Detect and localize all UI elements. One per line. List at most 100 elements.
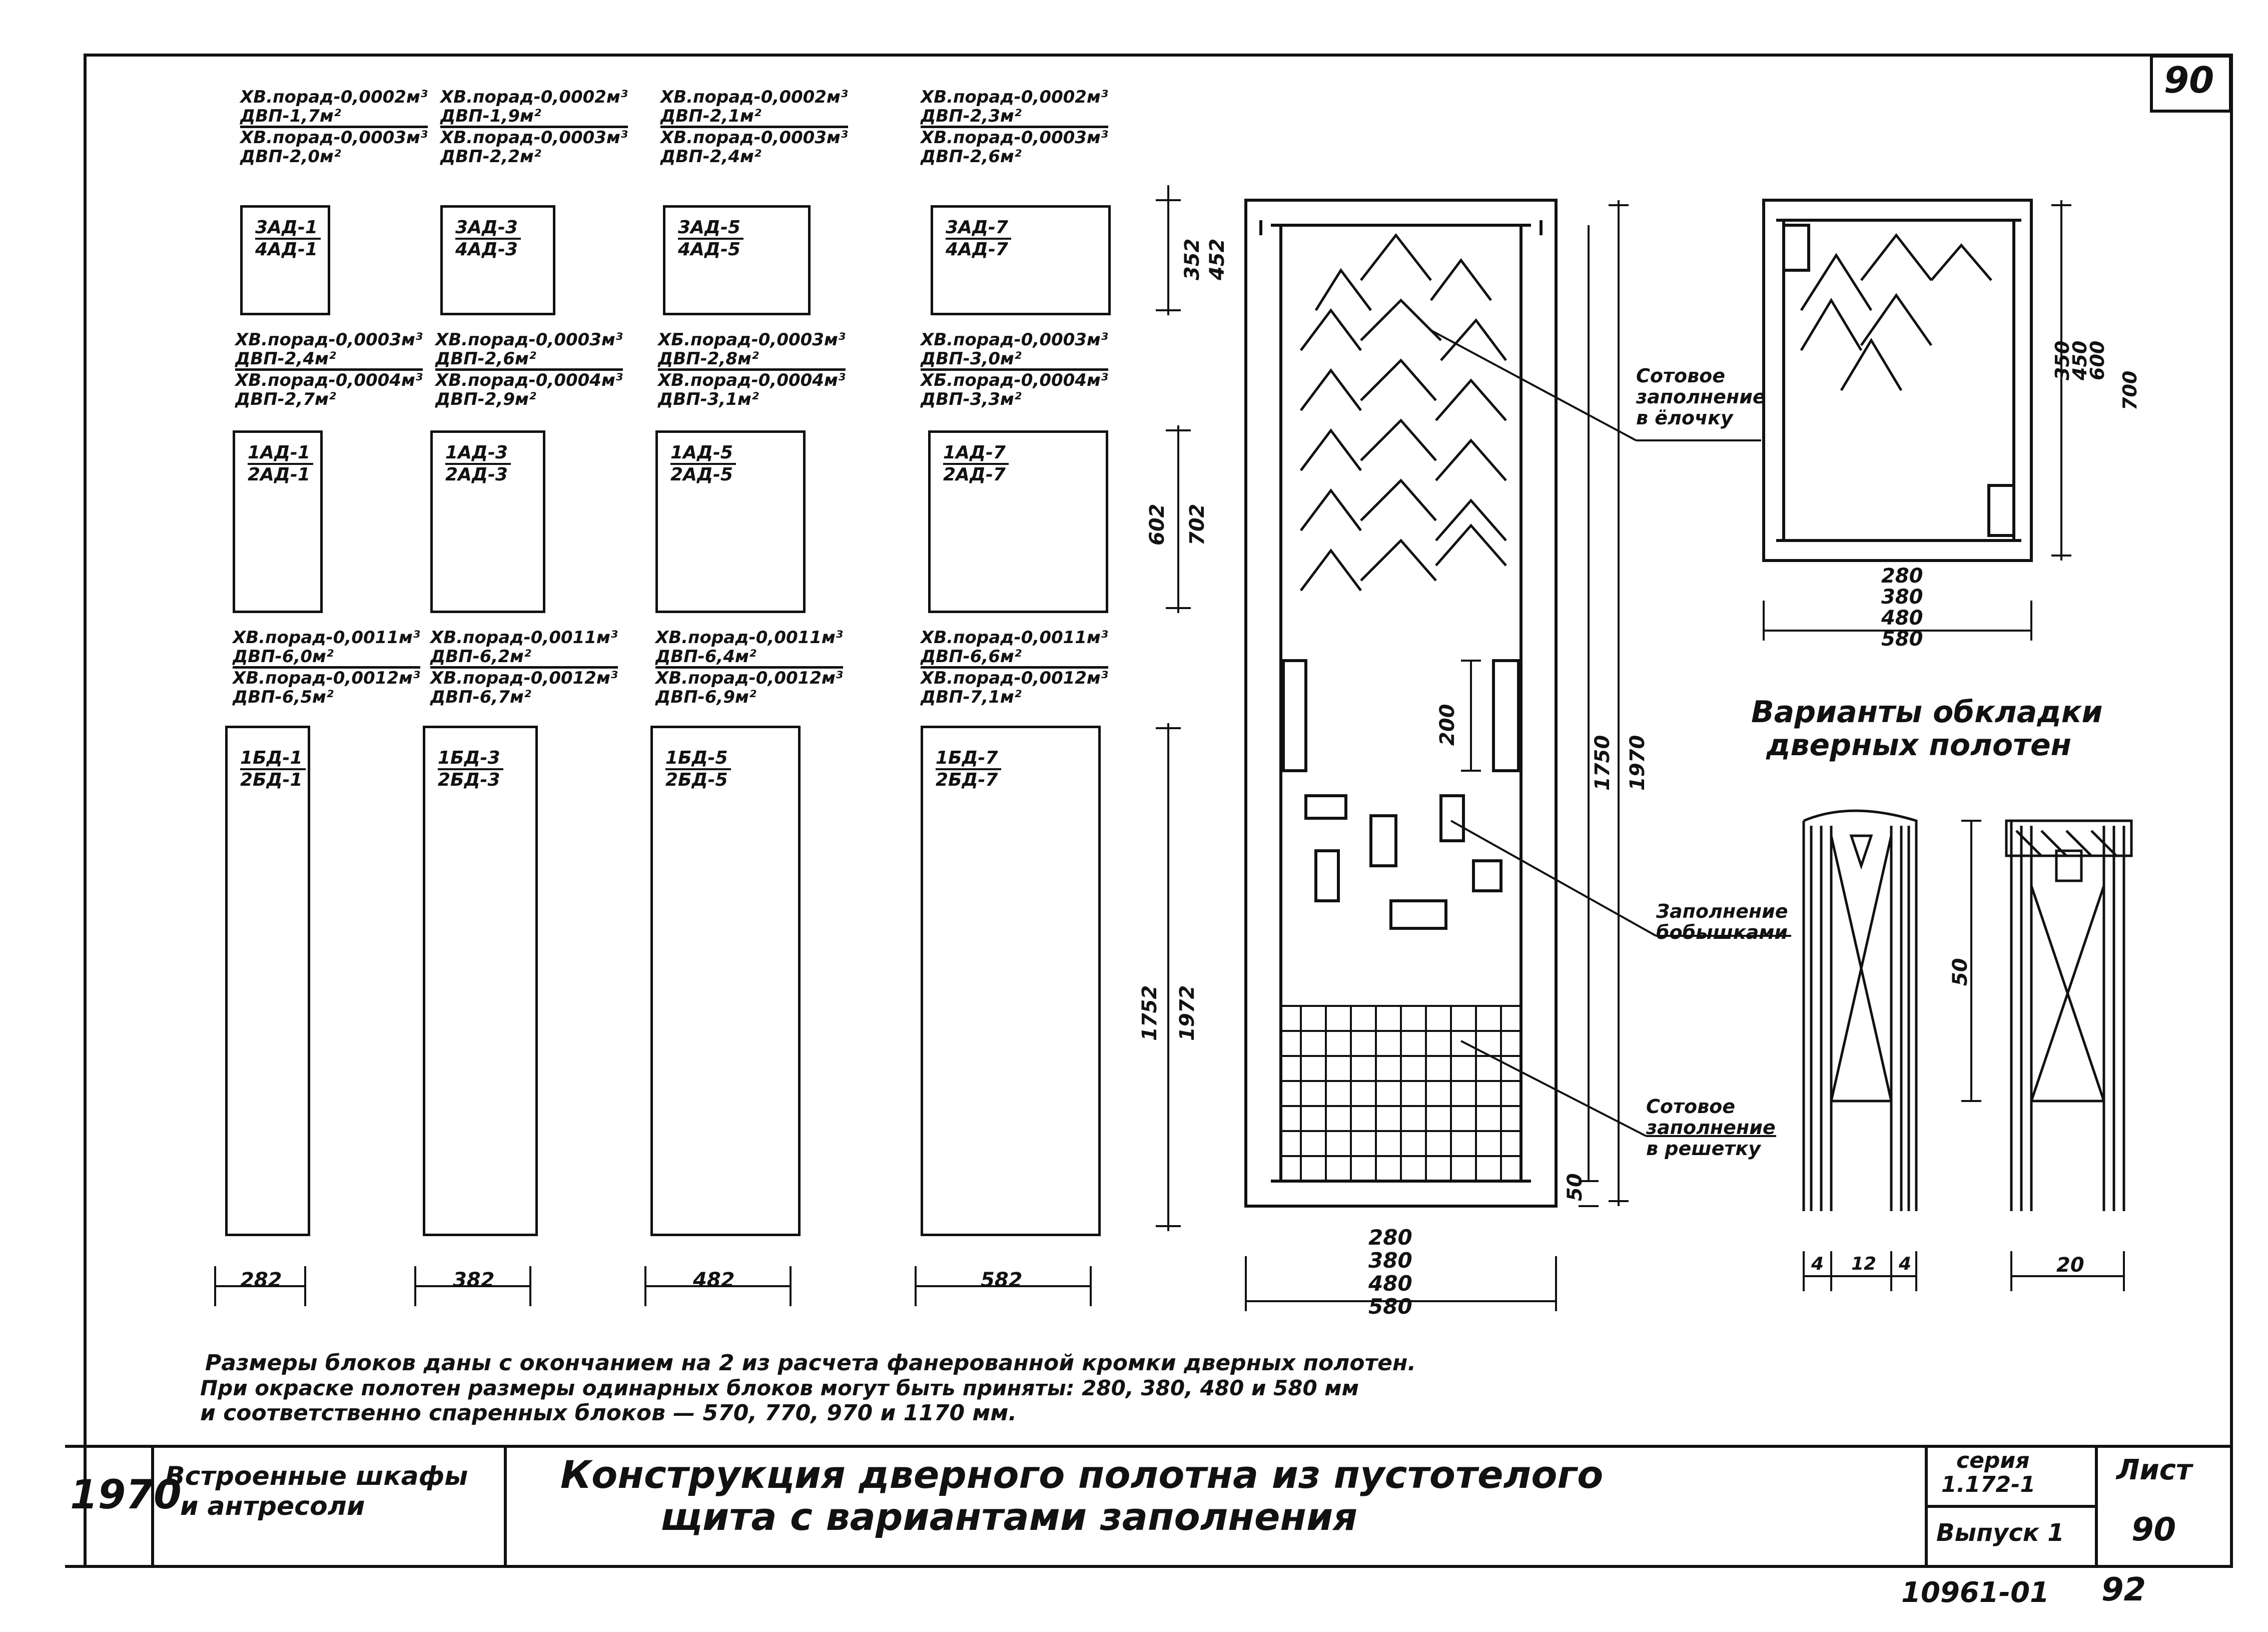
title-main: Конструкция дверного полотна из пустотел… bbox=[560, 1454, 1603, 1538]
block-label-bottom: 2БД-3 bbox=[438, 770, 500, 790]
title-issue: Выпуск 1 bbox=[1936, 1519, 2064, 1547]
block-label-top: 1АД-5 bbox=[670, 443, 736, 465]
block-label-top: 1АД-7 bbox=[943, 443, 1009, 465]
small-door-width-580: 580 bbox=[1881, 628, 1923, 651]
row2-dim-b: 702 bbox=[1186, 503, 1209, 546]
block-label-bottom: 2БД-7 bbox=[936, 770, 998, 790]
block-label-bottom: 2БД-5 bbox=[665, 770, 728, 790]
title-main-line2: щита с вариантами заполнения bbox=[660, 1494, 1358, 1539]
sheet-number-top: 90 bbox=[2164, 59, 2214, 101]
block-label-bottom: 4АД-3 bbox=[455, 239, 518, 260]
note-line-2: При окраске полотен размеры одинарных бл… bbox=[200, 1376, 1359, 1400]
small-door-width-280: 280 bbox=[1881, 565, 1923, 588]
title-series-value: 1.172-1 bbox=[1941, 1472, 2036, 1497]
spec-c2-r3: ХВ.порад-0,0011м³ ДВП-6,2м² ХВ.порад-0,0… bbox=[430, 628, 618, 707]
block-label-bottom: 4АД-7 bbox=[946, 239, 1008, 260]
row3-dim-b: 1972 bbox=[1176, 985, 1199, 1041]
spec-c3-r1: ХВ.порад-0,0002м³ ДВП-2,1м² ХВ.порад-0,0… bbox=[660, 87, 848, 167]
section-title-line2: дверных полотен bbox=[1766, 728, 2072, 763]
door-width-280: 280 bbox=[1368, 1225, 1412, 1250]
spec-c2-r2: ХВ.порад-0,0003м³ ДВП-2,6м² ХВ.порад-0,0… bbox=[435, 330, 623, 409]
callout-bosses: Заполнение бобышками bbox=[1656, 900, 1788, 943]
note-line-1: Размеры блоков даны с окончанием на 2 из… bbox=[205, 1350, 1416, 1376]
title-main-line1: Конструкция дверного полотна из пустотел… bbox=[560, 1452, 1604, 1497]
edge-dim-50: 50 bbox=[1949, 958, 1972, 986]
footer-doc-number: 10961-01 bbox=[1901, 1576, 2049, 1609]
block-label-bottom: 2АД-5 bbox=[670, 464, 733, 485]
door-dim-200: 200 bbox=[1436, 704, 1459, 746]
block-label-bottom: 2АД-3 bbox=[445, 464, 508, 485]
row1-dim-b: 452 bbox=[1206, 238, 1229, 281]
title-category-line1: Встроенные шкафы bbox=[165, 1461, 468, 1491]
small-door-height-600: 600 bbox=[2086, 340, 2108, 380]
small-door-width-dims: 280 380 480 580 bbox=[1881, 566, 1923, 650]
spec-c1-r1: ХВ.порад-0,0002м³ ДВП-1,7м² ХВ.порад-0,0… bbox=[240, 87, 428, 167]
spec-c3-r3: ХВ.порад-0,0011м³ ДВП-6,4м² ХВ.порад-0,0… bbox=[655, 628, 843, 707]
door-width-380: 380 bbox=[1368, 1248, 1412, 1273]
block-label-top: 3АД-7 bbox=[946, 218, 1011, 240]
door-width-dims: 280 380 480 580 bbox=[1368, 1226, 1412, 1318]
edge-dim-4a: 4 bbox=[1811, 1254, 1824, 1274]
block-label-top: 3АД-5 bbox=[678, 218, 743, 240]
spec-c4-r3: ХВ.порад-0,0011м³ ДВП-6,6м² ХВ.порад-0,0… bbox=[921, 628, 1108, 707]
row1-dim-a: 352 bbox=[1181, 238, 1204, 281]
spec-c2-r1: ХВ.порад-0,0002м³ ДВП-1,9м² ХВ.порад-0,0… bbox=[440, 87, 628, 167]
width-dim-c2: 382 bbox=[453, 1269, 495, 1292]
door-dim-50: 50 bbox=[1564, 1173, 1587, 1201]
width-dim-c1: 282 bbox=[240, 1269, 282, 1292]
title-category-line2: и антресоли bbox=[180, 1491, 365, 1521]
section-title: Варианты обкладки дверных полотен bbox=[1751, 696, 2103, 762]
small-door-height-700: 700 bbox=[2119, 370, 2141, 410]
block-label-bottom: 2АД-1 bbox=[248, 464, 310, 485]
row3-dim-a: 1752 bbox=[1138, 985, 1161, 1041]
width-dim-c4: 582 bbox=[981, 1269, 1023, 1292]
spec-c1-r3: ХВ.порад-0,0011м³ ДВП-6,0м² ХВ.порад-0,0… bbox=[233, 628, 420, 707]
footer-page: 92 bbox=[2101, 1571, 2146, 1608]
door-width-480: 480 bbox=[1368, 1271, 1412, 1296]
callout-honeycomb-grid: Сотовое заполнение в решетку bbox=[1646, 1096, 1776, 1160]
title-sheet-label: Лист bbox=[2116, 1454, 2192, 1486]
width-dim-c3: 482 bbox=[693, 1269, 735, 1292]
edge-dim-20: 20 bbox=[2056, 1254, 2084, 1277]
block-label-top: 1БД-7 bbox=[936, 748, 1001, 770]
small-door-width-380: 380 bbox=[1881, 586, 1923, 609]
block-label-top: 1АД-3 bbox=[445, 443, 511, 465]
block-label-top: 1БД-3 bbox=[438, 748, 503, 770]
spec-c1-r2: ХВ.порад-0,0003м³ ДВП-2,4м² ХВ.порад-0,0… bbox=[235, 330, 423, 409]
title-sheet: 90 bbox=[2131, 1511, 2176, 1548]
door-dim-1750: 1750 bbox=[1591, 735, 1614, 791]
spec-c4-r2: ХВ.порад-0,0003м³ ДВП-3,0м² ХБ.порад-0,0… bbox=[921, 330, 1108, 409]
small-door-width-480: 480 bbox=[1881, 607, 1923, 630]
block-label-top: 1БД-5 bbox=[665, 748, 731, 770]
title-year: 1970 bbox=[70, 1471, 182, 1518]
block-label-bottom: 4АД-5 bbox=[678, 239, 740, 260]
edge-dim-4b: 4 bbox=[1899, 1254, 1912, 1274]
block-label-bottom: 2АД-7 bbox=[943, 464, 1006, 485]
title-series-label: серия bbox=[1956, 1448, 2030, 1473]
spec-c3-r2: ХБ.порад-0,0003м³ ДВП-2,8м² ХВ.порад-0,0… bbox=[658, 330, 846, 409]
edge-dim-12: 12 bbox=[1851, 1254, 1877, 1274]
block-label-top: 1АД-1 bbox=[248, 443, 313, 465]
block-label-top: 3АД-3 bbox=[455, 218, 521, 240]
spec-c4-r1: ХВ.порад-0,0002м³ ДВП-2,3м² ХВ.порад-0,0… bbox=[921, 87, 1108, 167]
block-label-bottom: 4АД-1 bbox=[255, 239, 318, 260]
callout-honeycomb-zigzag: Сотовое заполнение в ёлочку bbox=[1636, 365, 1766, 429]
row2-dim-a: 602 bbox=[1146, 503, 1169, 546]
title-category: Встроенные шкафы и антресоли bbox=[165, 1461, 468, 1521]
block-label-top: 3АД-1 bbox=[255, 218, 321, 240]
block-label-bottom: 2БД-1 bbox=[240, 770, 303, 790]
title-series: серия 1.172-1 bbox=[1941, 1449, 2035, 1497]
